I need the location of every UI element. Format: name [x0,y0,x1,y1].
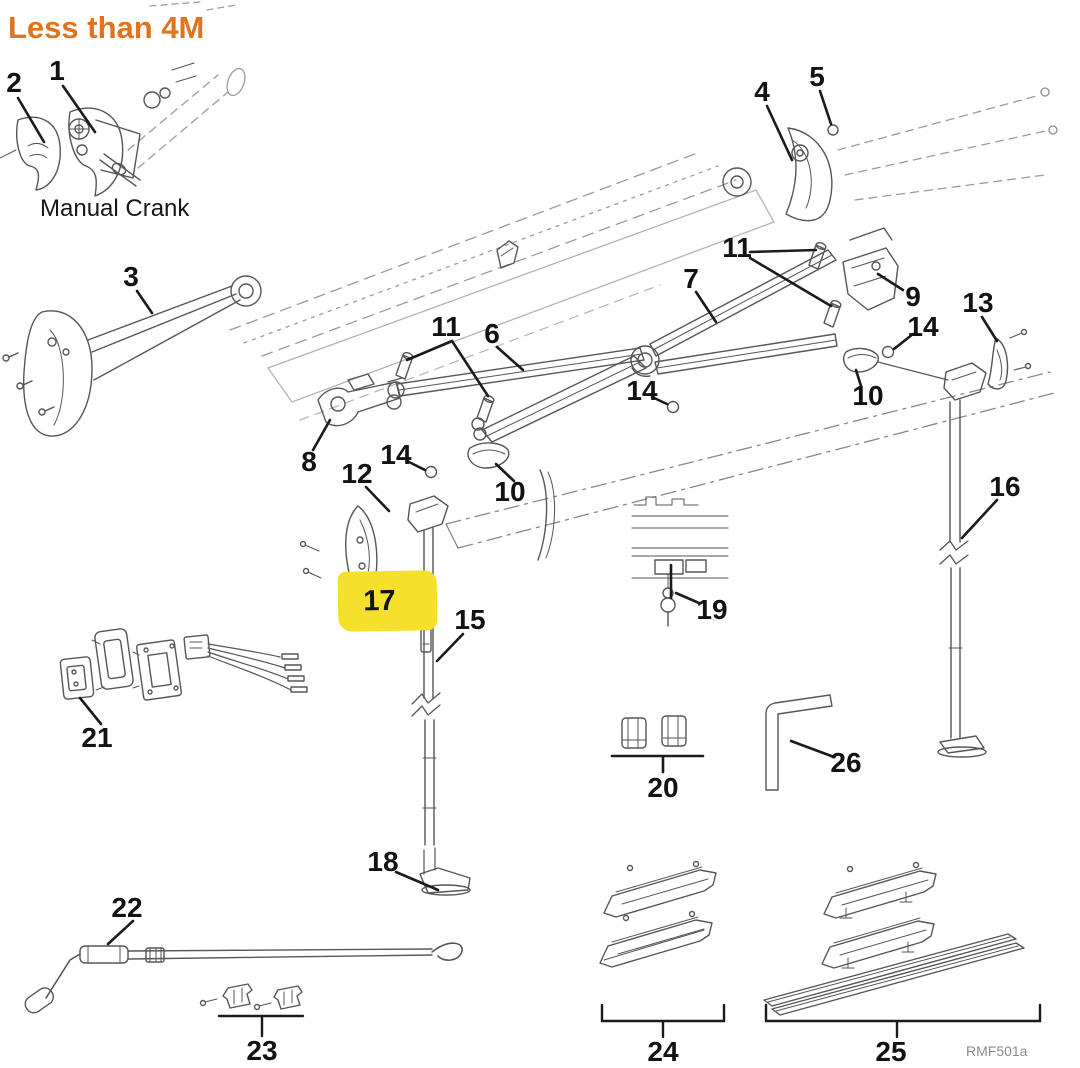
callout-part-23[interactable]: 23 [246,1035,278,1066]
callout-part-10-right[interactable]: 10 [852,380,884,411]
part-3-torsion-assembly [2,275,262,437]
page-title: Less than 4M [8,10,205,45]
callout-part-18[interactable]: 18 [367,846,399,877]
part-14-cap-left [424,465,438,479]
part-6-spring-arm [396,347,647,443]
part-10-knob-right [842,347,949,381]
callout-part-3[interactable]: 3 [123,261,139,292]
part-26-hex-key [765,694,833,791]
drawing-code: RMF501a [966,1043,1028,1059]
part-16-right-leg [937,362,987,758]
part-24-rails [599,860,717,968]
arm-rail-clamp [386,377,405,410]
part-2-cover [0,116,61,191]
callout-part-2[interactable]: 2 [6,67,22,98]
callout-part-15[interactable]: 15 [454,604,486,635]
callout-part-1[interactable]: 1 [49,55,65,86]
callout-part-24[interactable]: 24 [647,1036,679,1067]
part-9-top-bracket [842,227,899,311]
part-21-switch-assembly [59,628,308,701]
callout-part-11-center[interactable]: 11 [431,311,461,342]
callout-part-5[interactable]: 5 [809,61,825,92]
part-1-crank-gearbox [68,62,197,197]
part-19-rail-detail [631,496,729,627]
callout-part-14-right[interactable]: 14 [907,311,939,342]
part-22-crank-rod [24,942,463,1014]
callout-part-4[interactable]: 4 [754,76,770,107]
part-4-end-cap [722,124,839,222]
part-shapes [0,62,1032,1016]
callout-part-6[interactable]: 6 [484,318,500,349]
callout-part-22[interactable]: 22 [111,892,143,923]
callout-part-21[interactable]: 21 [81,722,113,753]
callout-part-7[interactable]: 7 [683,263,699,294]
callout-part-16[interactable]: 16 [989,471,1021,502]
roller-center-clamp [496,240,519,269]
part-14-cap-right [881,345,895,359]
callout-part-14-center[interactable]: 14 [626,375,658,406]
callout-part-10-center[interactable]: 10 [494,476,526,507]
part-13-cover-plate [987,328,1032,390]
callout-part-8[interactable]: 8 [301,446,317,477]
part-15-left-leg [407,469,555,896]
callout-part-20[interactable]: 20 [647,772,679,803]
callout-part-13[interactable]: 13 [962,287,994,318]
callout-part-25[interactable]: 25 [875,1036,907,1067]
part-10-knob-center [467,417,510,469]
callout-part-12[interactable]: 12 [341,458,373,489]
callout-part-17[interactable]: 17 [363,584,396,617]
callout-part-9[interactable]: 9 [905,281,921,312]
callout-part-11-right[interactable]: 11 [722,232,752,263]
part-7-spring-arm [630,249,838,378]
part-11-pins [395,242,842,423]
part-20-clips [621,715,687,749]
callout-part-26[interactable]: 26 [830,747,862,778]
callout-part-14-left[interactable]: 14 [380,439,412,470]
part-25-rails [763,861,1025,1016]
part-14-cap-center [666,400,680,414]
roller-tube-sketch [127,1,1059,549]
callout-part-19[interactable]: 19 [696,594,728,625]
manual-crank-caption: Manual Crank [40,195,190,222]
part-17-highlight[interactable]: 17 [337,570,438,632]
part-23-clips [199,983,303,1011]
callout-leaders [16,84,1042,1039]
